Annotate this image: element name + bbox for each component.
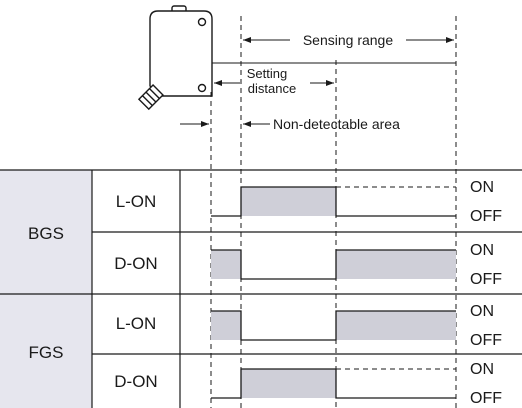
setting-distance-label-line2: distance	[248, 81, 296, 96]
non-detectable-area-label: Non-detectable area	[273, 116, 400, 132]
fgs-don-on-label: ON	[470, 361, 494, 378]
waveform-fgs-don	[211, 368, 456, 399]
state-labels: ON OFF ON OFF ON OFF ON OFF	[470, 179, 502, 407]
dimension-arrows	[180, 37, 456, 127]
waveform-fgs-lon	[211, 310, 456, 341]
fgs-don-off-label: OFF	[470, 390, 502, 407]
fgs-lon-off-label: OFF	[470, 332, 502, 349]
bgs-lon-off-label: OFF	[470, 208, 502, 225]
sensor-icon	[137, 5, 213, 111]
bgs-label: BGS	[28, 224, 64, 243]
waveform-bgs-don	[211, 249, 456, 280]
fgs-label: FGS	[29, 343, 64, 362]
bgs-don-off-label: OFF	[470, 271, 502, 288]
waveforms	[211, 186, 456, 399]
bgs-group-cell	[0, 170, 92, 294]
setting-distance-label-line1: Setting	[247, 66, 287, 81]
bgs-lon-on-label: ON	[470, 179, 494, 196]
fgs-don-label: D-ON	[114, 372, 157, 391]
fgs-lon-on-label: ON	[470, 303, 494, 320]
bgs-don-label: D-ON	[114, 254, 157, 273]
waveform-bgs-lon	[211, 186, 456, 217]
bgs-lon-label: L-ON	[116, 192, 157, 211]
bgs-don-on-label: ON	[470, 242, 494, 259]
fgs-group-cell	[0, 294, 92, 408]
sensing-range-label: Sensing range	[303, 32, 394, 48]
output-mode-table: BGS FGS L-ON D-ON L-ON D-ON	[0, 169, 522, 408]
fgs-lon-label: L-ON	[116, 314, 157, 333]
